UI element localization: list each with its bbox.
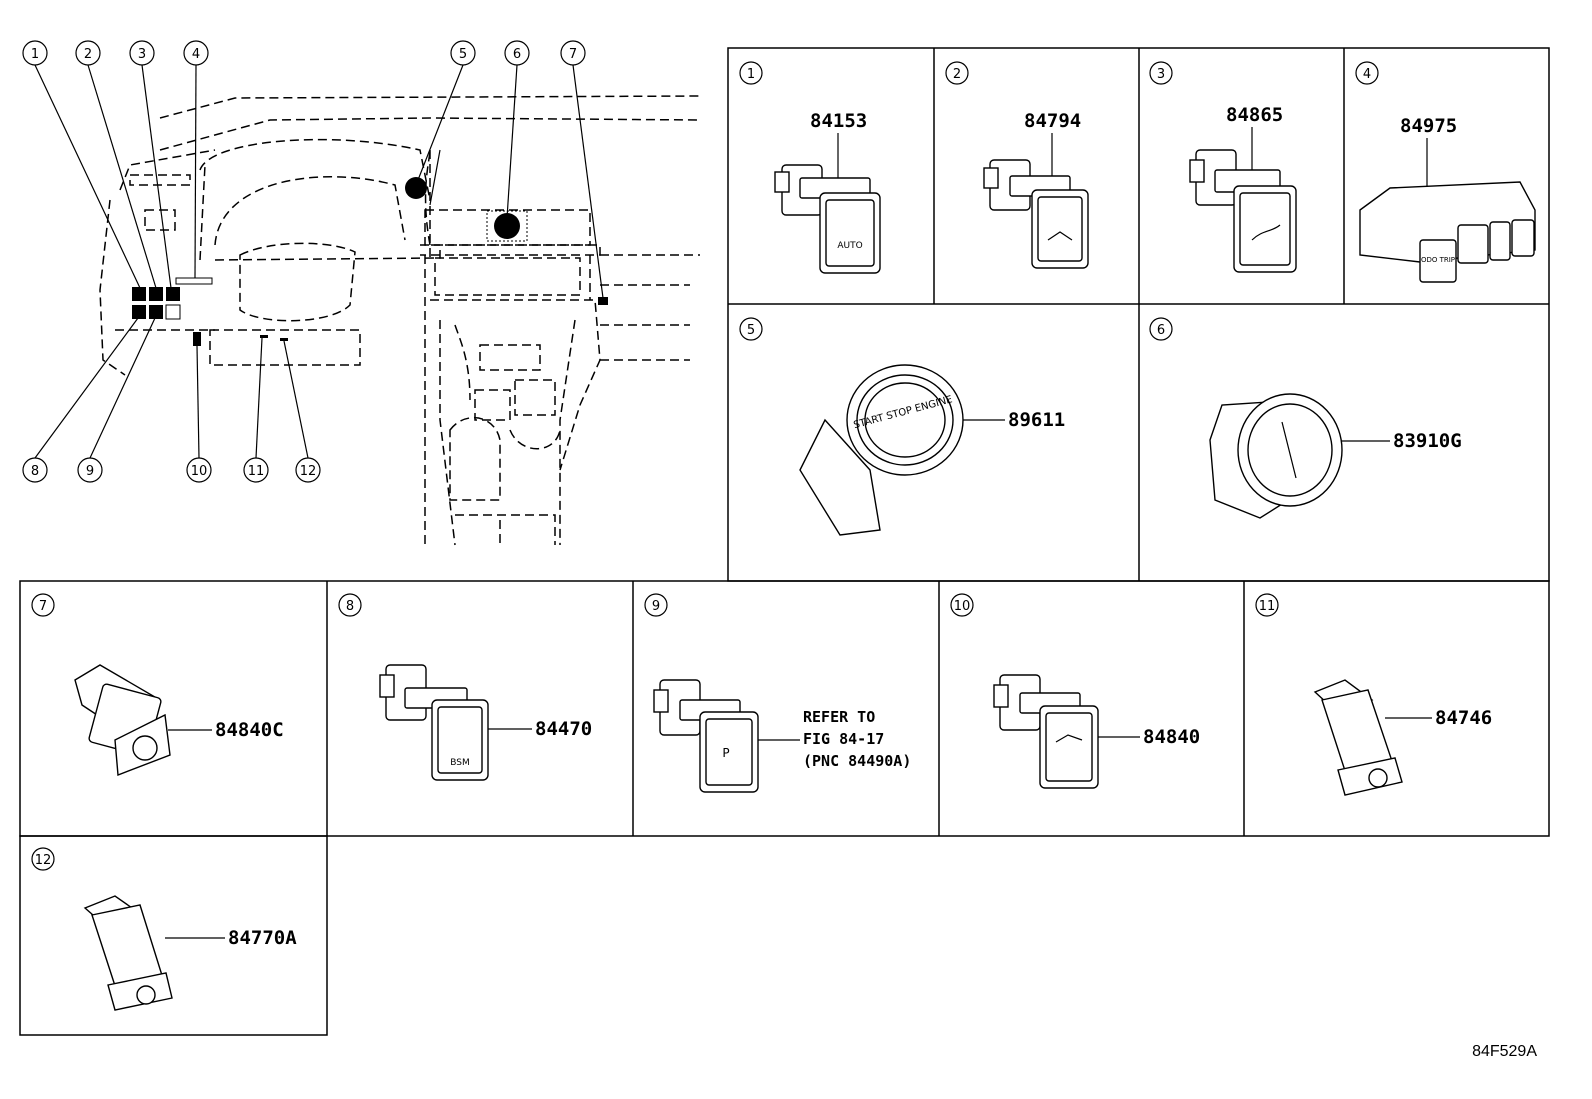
refer-line-3: (PNC 84490A) bbox=[803, 752, 911, 770]
refer-line-1: REFER TO bbox=[803, 708, 875, 726]
overview-callout-11: 11 bbox=[243, 457, 269, 483]
svg-text:1: 1 bbox=[747, 67, 755, 82]
svg-text:8: 8 bbox=[346, 599, 354, 614]
small-switch-icon bbox=[83, 895, 173, 1011]
cell-8: 8 84470 BSM bbox=[338, 593, 592, 781]
overview-callout-4: 4 bbox=[183, 40, 209, 66]
part-number-89611: 89611 bbox=[1008, 409, 1065, 431]
bsm-switch-icon: BSM bbox=[379, 664, 489, 781]
overview-callout-3: 3 bbox=[129, 40, 155, 66]
svg-text:2: 2 bbox=[953, 67, 961, 82]
overview-callout-5: 5 bbox=[450, 40, 476, 66]
overview-callout-8: 8 bbox=[22, 457, 48, 483]
cell-5: 5 89611 START STOP ENGINE bbox=[739, 317, 1065, 536]
push-switch-icon bbox=[74, 664, 171, 776]
trunk-open-switch-icon bbox=[1189, 149, 1297, 273]
cell-6: 6 83910G bbox=[1149, 317, 1462, 519]
overview-callout-6: 6 bbox=[504, 40, 530, 66]
svg-text:10: 10 bbox=[954, 599, 971, 614]
part-number-83910G: 83910G bbox=[1393, 430, 1462, 452]
part-number-84840C: 84840C bbox=[215, 719, 284, 741]
part-number-84840: 84840 bbox=[1143, 726, 1200, 748]
start-stop-button-icon: START STOP ENGINE bbox=[799, 364, 964, 536]
cell-12: 12 84770A bbox=[31, 847, 297, 1011]
svg-text:6: 6 bbox=[513, 47, 521, 62]
cell-3: 3 84865 bbox=[1149, 61, 1297, 273]
svg-text:7: 7 bbox=[39, 599, 47, 614]
cell-10: 10 84840 bbox=[950, 593, 1200, 789]
svg-text:ODO TRIP: ODO TRIP bbox=[1421, 256, 1455, 264]
svg-text:3: 3 bbox=[1157, 67, 1165, 82]
odo-trip-switch-icon: ODO TRIP bbox=[1359, 181, 1536, 283]
cell-7: 7 84840C bbox=[31, 593, 284, 776]
refer-line-2: FIG 84-17 bbox=[803, 730, 884, 748]
svg-text:2: 2 bbox=[84, 47, 92, 62]
svg-text:12: 12 bbox=[35, 853, 52, 868]
svg-text:5: 5 bbox=[747, 323, 755, 338]
cell-1: 1 84153 AUTO bbox=[739, 61, 881, 274]
svg-text:1: 1 bbox=[31, 47, 39, 62]
svg-text:11: 11 bbox=[1259, 599, 1276, 614]
svg-text:12: 12 bbox=[300, 464, 317, 479]
small-switch-icon bbox=[1313, 679, 1403, 796]
part-number-84794: 84794 bbox=[1024, 110, 1081, 132]
svg-text:4: 4 bbox=[1363, 67, 1371, 82]
svg-text:7: 7 bbox=[569, 47, 577, 62]
svg-text:6: 6 bbox=[1157, 323, 1165, 338]
overview-callout-12: 12 bbox=[295, 457, 321, 483]
overview-callout-7: 7 bbox=[560, 40, 586, 66]
auto-headlight-switch-icon: AUTO bbox=[774, 164, 881, 274]
cell-4: 4 84975 ODO TRIP bbox=[1355, 61, 1536, 283]
car-lift-switch-icon bbox=[983, 159, 1089, 269]
svg-text:AUTO: AUTO bbox=[837, 241, 862, 251]
figure-code: 84F529A bbox=[1472, 1043, 1537, 1060]
part-number-84470: 84470 bbox=[535, 718, 592, 740]
overview-callout-2: 2 bbox=[75, 40, 101, 66]
dashboard-overview: 1 2 3 4 5 6 7 8 bbox=[22, 40, 701, 546]
svg-text:5: 5 bbox=[459, 47, 467, 62]
part-number-84746: 84746 bbox=[1435, 707, 1492, 729]
parking-sensor-switch-icon: P bbox=[653, 679, 759, 793]
overview-callout-9: 9 bbox=[77, 457, 103, 483]
overview-callout-1: 1 bbox=[22, 40, 48, 66]
cell-2: 2 84794 bbox=[945, 61, 1089, 269]
svg-text:8: 8 bbox=[31, 464, 39, 479]
part-number-84153: 84153 bbox=[810, 110, 867, 132]
svg-text:9: 9 bbox=[86, 464, 94, 479]
svg-text:P: P bbox=[722, 746, 729, 760]
part-number-84865: 84865 bbox=[1226, 104, 1283, 126]
overview-callout-10: 10 bbox=[186, 457, 212, 483]
detail-grid bbox=[19, 47, 1550, 1036]
cell-9: 9 REFER TO FIG 84-17 (PNC 84490A) P bbox=[644, 593, 911, 793]
svg-text:BSM: BSM bbox=[450, 758, 470, 768]
cell-11: 11 84746 bbox=[1255, 593, 1492, 796]
svg-text:3: 3 bbox=[138, 47, 146, 62]
svg-text:4: 4 bbox=[192, 47, 200, 62]
svg-text:11: 11 bbox=[248, 464, 265, 479]
clock-icon bbox=[1209, 393, 1343, 519]
trunk-switch-icon bbox=[993, 674, 1099, 789]
svg-text:9: 9 bbox=[652, 599, 660, 614]
part-number-84770A: 84770A bbox=[228, 927, 297, 949]
svg-text:10: 10 bbox=[191, 464, 208, 479]
part-number-84975: 84975 bbox=[1400, 115, 1457, 137]
